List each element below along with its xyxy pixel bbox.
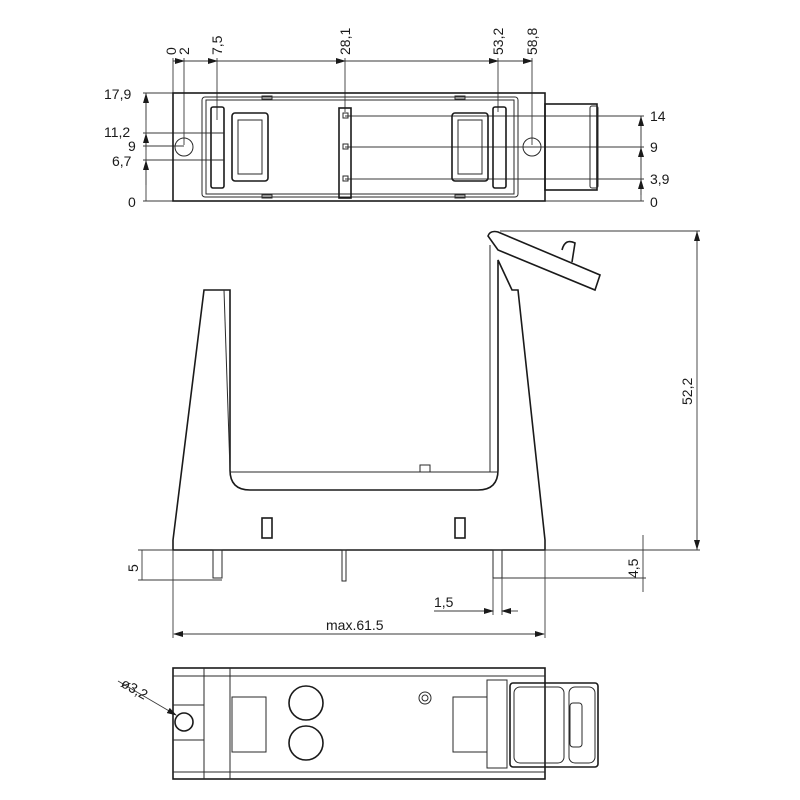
dim-x-2: 2	[176, 47, 192, 55]
dim-y-0-left: 0	[128, 194, 136, 210]
dim-y-17-9: 17,9	[104, 86, 131, 102]
dim-y-14: 14	[650, 108, 666, 124]
dim-height-52-2: 52,2	[679, 378, 695, 405]
dim-pin-4-5: 4,5	[625, 558, 641, 578]
bottom-view: ø3,2	[117, 667, 599, 780]
dim-x-58-8: 58,8	[524, 28, 540, 55]
dim-y-9-left: 9	[128, 138, 136, 154]
dim-x-28-1: 28,1	[337, 28, 353, 55]
dim-hole-diameter: ø3,2	[119, 675, 151, 703]
top-view: 0 2 7,5 28,1 53,2 58,8 17,9 11,2 9 6,7 0…	[104, 28, 670, 210]
dim-y-9-right: 9	[650, 139, 658, 155]
dim-x-53-2: 53,2	[490, 28, 506, 55]
dim-pin-width-1-5: 1,5	[434, 594, 454, 610]
dim-x-7-5: 7,5	[209, 35, 225, 55]
dim-pin-5: 5	[125, 564, 141, 572]
dim-y-6-7: 6,7	[112, 153, 132, 169]
dim-y-3-9: 3,9	[650, 171, 670, 187]
dim-y-0-right: 0	[650, 194, 658, 210]
dim-y-11-2: 11,2	[104, 124, 130, 140]
dim-overall-width: max.61.5	[326, 617, 384, 633]
front-view: 52,2 5 4,5 1,5 max.61.5	[125, 230, 700, 638]
dim-x-0: 0	[163, 47, 179, 55]
